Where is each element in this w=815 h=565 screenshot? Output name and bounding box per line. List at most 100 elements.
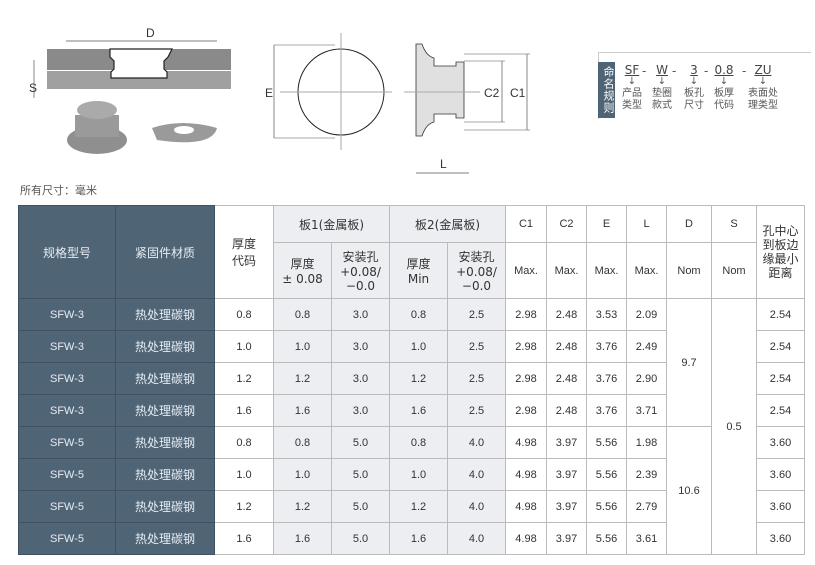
header-S-nom: Nom xyxy=(711,242,757,299)
header-C1: C1 xyxy=(505,205,547,243)
naming-rule-title: 命名规则 xyxy=(598,62,615,118)
cell: 热处理碳钢 xyxy=(115,330,215,363)
units-note: 所有尺寸：毫米 xyxy=(20,184,97,197)
cell: 2.09 xyxy=(626,298,667,331)
header-material: 紧固件材质 xyxy=(115,205,215,299)
cell: 2.98 xyxy=(505,394,547,427)
cell-edge: 3.60 xyxy=(756,458,805,491)
header-model: 规格型号 xyxy=(18,205,116,299)
header-S: S xyxy=(711,205,757,243)
cell-edge: 3.60 xyxy=(756,522,805,555)
cell: 1.0 xyxy=(214,458,274,491)
header-E: E xyxy=(586,205,627,243)
cell: 3.76 xyxy=(586,394,627,427)
header-E-max: Max. xyxy=(586,242,627,299)
cell: 3.97 xyxy=(546,426,587,459)
cell: 1.98 xyxy=(626,426,667,459)
cell: 2.98 xyxy=(505,330,547,363)
cell: 热处理碳钢 xyxy=(115,426,215,459)
dim-C1-label: C1 xyxy=(510,86,526,100)
naming-desc: 代码 xyxy=(714,100,734,111)
cell: 5.0 xyxy=(331,426,390,459)
header-C2-max: Max. xyxy=(546,242,587,299)
cell: 1.0 xyxy=(273,330,332,363)
naming-desc: 类型 xyxy=(622,100,642,111)
cell: 1.6 xyxy=(214,394,274,427)
cell-D: 10.6 xyxy=(666,426,712,555)
cell: SFW-3 xyxy=(18,362,116,395)
naming-part: SF ↓ 产品 类型 xyxy=(622,64,642,112)
spec-table: 规格型号 紧固件材质 厚度 代码 板1(金属板) 板2(金属板) C1 C2 E… xyxy=(18,205,805,555)
cell: 3.61 xyxy=(626,522,667,555)
header-p1-thickness: 厚度 ± 0.08 xyxy=(273,242,332,299)
header-plate2: 板2(金属板) xyxy=(389,205,506,243)
cell: 3.97 xyxy=(546,458,587,491)
cell: 4.0 xyxy=(447,490,506,523)
cell: 2.5 xyxy=(447,298,506,331)
cell: 5.0 xyxy=(331,490,390,523)
naming-desc: 板孔 xyxy=(684,88,704,99)
cell: 1.2 xyxy=(273,362,332,395)
cell: SFW-5 xyxy=(18,426,116,459)
cell: SFW-3 xyxy=(18,298,116,331)
dim-C2-label: C2 xyxy=(484,86,500,100)
cell: 4.0 xyxy=(447,522,506,555)
arrow-down-icon: ↓ xyxy=(657,76,667,87)
naming-desc: 理类型 xyxy=(748,100,778,111)
cell: 4.98 xyxy=(505,426,547,459)
cell: 1.6 xyxy=(214,522,274,555)
cell: SFW-3 xyxy=(18,330,116,363)
cell: 1.0 xyxy=(389,330,448,363)
cell: 1.6 xyxy=(273,522,332,555)
cell: 0.8 xyxy=(214,426,274,459)
dim-E-label: E xyxy=(265,86,273,100)
cell: 3.0 xyxy=(331,394,390,427)
cell: 1.0 xyxy=(214,330,274,363)
cell: 热处理碳钢 xyxy=(115,522,215,555)
cell: 0.8 xyxy=(273,426,332,459)
header-D-nom: Nom xyxy=(666,242,712,299)
cell: 4.0 xyxy=(447,458,506,491)
cell: 3.71 xyxy=(626,394,667,427)
arrow-down-icon: ↓ xyxy=(689,76,699,87)
cell: 3.76 xyxy=(586,362,627,395)
header-L: L xyxy=(626,205,667,243)
header-C1-max: Max. xyxy=(505,242,547,299)
naming-desc: 尺寸 xyxy=(684,100,704,111)
cell: 2.49 xyxy=(626,330,667,363)
cell-edge: 3.60 xyxy=(756,426,805,459)
cell: 2.48 xyxy=(546,330,587,363)
naming-code: ZU xyxy=(754,63,772,77)
cell: 5.0 xyxy=(331,458,390,491)
naming-code: 0.8 xyxy=(714,63,734,77)
arrow-down-icon: ↓ xyxy=(627,76,637,87)
cell: 2.98 xyxy=(505,362,547,395)
cell: 4.98 xyxy=(505,458,547,491)
naming-separator: - xyxy=(642,64,647,78)
cell: 1.2 xyxy=(214,490,274,523)
header-edge-distance: 孔中心 到板边 缘最小 距离 xyxy=(756,205,805,299)
header-thickness-code: 厚度 代码 xyxy=(214,205,274,299)
naming-separator: - xyxy=(672,64,677,78)
cell: 1.2 xyxy=(389,362,448,395)
naming-part: 0.8 ↓ 板厚 代码 xyxy=(714,64,734,112)
cell: 2.5 xyxy=(447,362,506,395)
naming-desc: 表面处 xyxy=(748,88,778,99)
installation-diagram: D S E C2 C1 L xyxy=(29,26,530,174)
cell: 热处理碳钢 xyxy=(115,490,215,523)
header-p2-hole: 安装孔 +0.08/ −0.0 xyxy=(447,242,506,299)
cell: 3.0 xyxy=(331,298,390,331)
cell: 热处理碳钢 xyxy=(115,298,215,331)
cell: 3.0 xyxy=(331,330,390,363)
cell-edge: 2.54 xyxy=(756,298,805,331)
cell: 1.2 xyxy=(214,362,274,395)
cell: 2.5 xyxy=(447,394,506,427)
naming-separator: - xyxy=(704,64,709,78)
header-C2: C2 xyxy=(546,205,587,243)
